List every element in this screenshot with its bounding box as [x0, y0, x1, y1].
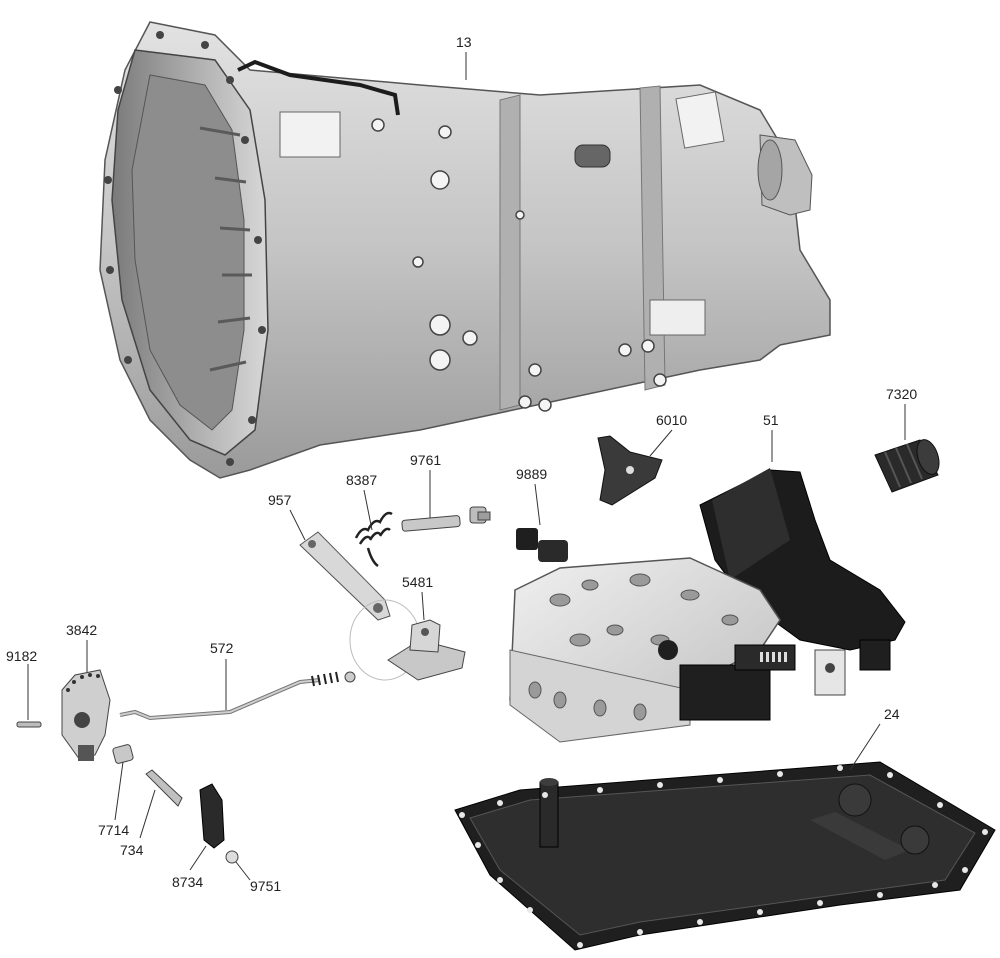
- oil-pan-24: [454, 761, 996, 951]
- part-label-6010: 6010: [656, 412, 688, 428]
- spring-8387: [354, 511, 393, 568]
- part-label-7320: 7320: [886, 386, 918, 402]
- rod-572: [119, 671, 356, 721]
- part-label-572: 572: [210, 640, 234, 656]
- part-label-3842: 3842: [66, 622, 98, 638]
- housing-barcode-sticker: [675, 91, 725, 149]
- part-label-9761: 9761: [410, 452, 442, 468]
- link-734: [145, 769, 183, 807]
- part-label-734: 734: [120, 842, 144, 858]
- part-label-8387: 8387: [346, 472, 378, 488]
- connector-pins: [760, 652, 787, 662]
- sleeve-7714: [112, 744, 134, 764]
- part-label-9751: 9751: [250, 878, 282, 894]
- part-label-957: 957: [268, 492, 292, 508]
- part-label-51: 51: [763, 412, 779, 428]
- lever-957: [299, 531, 391, 621]
- housing-sticker: [279, 111, 341, 158]
- bell-ribs: [199, 126, 252, 372]
- part-label-24: 24: [884, 706, 900, 722]
- leader-lines: [27, 52, 906, 881]
- part-label-9182: 9182: [6, 648, 38, 664]
- housing-bolts: [371, 118, 667, 412]
- sector-3842: [61, 669, 111, 761]
- lever-8734: [199, 783, 225, 849]
- pin-9761: [401, 506, 491, 532]
- nut-9751: [225, 850, 239, 864]
- pin-9182: [16, 721, 42, 728]
- bracket-5481: [349, 599, 466, 681]
- bell-bolt-holes: [104, 31, 266, 466]
- part-label-7714: 7714: [98, 822, 130, 838]
- part-label-13: 13: [456, 34, 472, 50]
- bracket-6010: [597, 435, 663, 506]
- part-9889: [516, 528, 568, 562]
- pan-bolt-holes: [459, 765, 988, 948]
- part-label-5481: 5481: [402, 574, 434, 590]
- housing-plate: [649, 299, 706, 336]
- sleeve-7320: [874, 439, 940, 493]
- part-label-9889: 9889: [516, 466, 548, 482]
- valve-body-51: [509, 468, 906, 743]
- part-label-8734: 8734: [172, 874, 204, 890]
- transmission-housing: [99, 21, 831, 479]
